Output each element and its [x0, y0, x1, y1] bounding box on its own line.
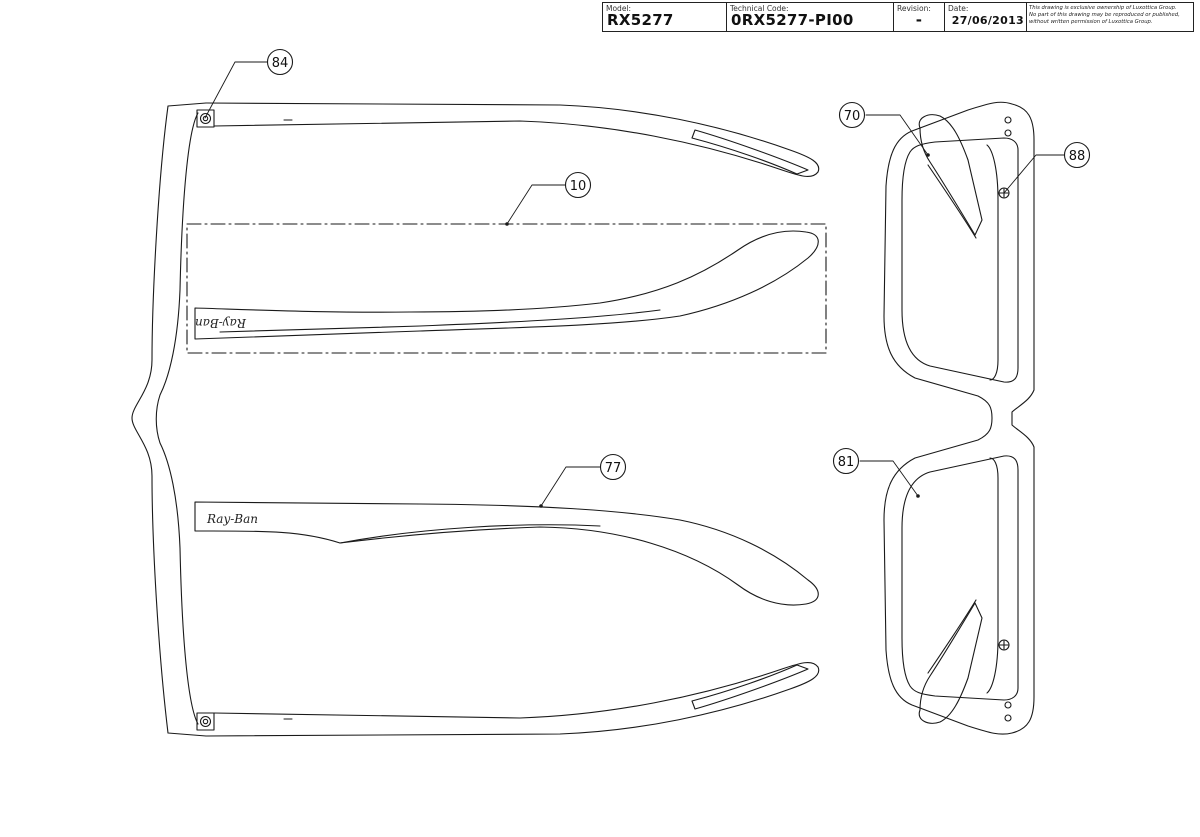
ownership-notice-cell: This drawing is exclusive ownership of L…	[1027, 3, 1193, 31]
title-block: Model: RX5277 Technical Code: 0RX5277-PI…	[602, 2, 1194, 32]
revision-label: Revision:	[897, 4, 931, 13]
date-value: 27/06/2013	[951, 14, 1024, 27]
leader-10	[506, 184, 567, 225]
temple-outside-outline	[194, 501, 819, 606]
callout-70: 70	[838, 101, 866, 129]
temple-detail-77: Ray-Ban	[194, 501, 819, 606]
upper-lens-inner	[986, 144, 999, 381]
front-view	[883, 101, 1035, 735]
ownership-notice: This drawing is exclusive ownership of L…	[1029, 5, 1191, 26]
upper-hinge	[196, 109, 215, 128]
lower-hinge	[196, 712, 215, 731]
leader-81	[859, 460, 919, 497]
leader-84	[204, 61, 269, 119]
lower-screw-cross	[999, 640, 1009, 650]
callout-84: 84	[266, 48, 294, 76]
front-rim-inner	[155, 112, 199, 725]
callout-77-label: 77	[605, 461, 622, 476]
model-cell: Model: RX5277	[603, 3, 727, 31]
front-rim-outline	[131, 102, 207, 737]
upper-screw-icon	[998, 187, 1010, 199]
notice-line-1: This drawing is exclusive ownership of L…	[1029, 5, 1177, 11]
notice-line-3: without written permission of Luxottica …	[1029, 19, 1153, 25]
leader-dot-77	[539, 504, 543, 508]
lower-temple	[205, 661, 820, 737]
upper-hinge-screw-icon	[199, 112, 212, 125]
upper-temple	[205, 102, 820, 178]
callout-10-label: 10	[570, 179, 587, 194]
upper-nosepad	[918, 114, 983, 236]
callout-leaders	[204, 61, 1065, 507]
model-value: RX5277	[607, 11, 674, 29]
date-cell: Date: 27/06/2013	[945, 3, 1027, 31]
upper-rivet-2	[1004, 129, 1012, 137]
model-label: Model:	[606, 4, 632, 13]
temple-inside-outline	[194, 230, 819, 340]
callout-88-label: 88	[1069, 149, 1086, 164]
callout-81: 81	[832, 447, 860, 475]
technical-code-cell: Technical Code: 0RX5277-PI00	[727, 3, 894, 31]
detail-dashdot-frame	[186, 223, 827, 354]
callout-10: 10	[564, 171, 592, 199]
temple-detail-10: Ray-Ban	[186, 223, 827, 354]
upper-nosepad-arm	[927, 164, 977, 239]
leader-dot-81	[916, 494, 920, 498]
lower-nosepad	[918, 602, 983, 724]
lower-lens-inner	[986, 457, 999, 694]
temple-inside-core	[219, 309, 661, 333]
leader-77	[540, 466, 601, 507]
lower-temple-tip	[691, 664, 809, 710]
revision-value: -	[915, 11, 923, 29]
technical-code-value: 0RX5277-PI00	[731, 11, 854, 29]
callout-bubbles: 84 10 77 70 88 81	[266, 48, 1091, 481]
leader-dot-70	[926, 153, 930, 157]
lower-nosepad-arm	[927, 599, 977, 674]
upper-rivet-1	[1004, 116, 1012, 124]
upper-temple-tip	[691, 129, 809, 175]
lower-hinge-screw-icon	[199, 715, 212, 728]
callout-77: 77	[599, 453, 627, 481]
leader-dot-10	[505, 222, 509, 226]
notice-line-2: No part of this drawing may be reproduce…	[1029, 12, 1180, 18]
frame-outer	[883, 101, 1035, 735]
date-label: Date:	[948, 4, 969, 13]
leader-70	[865, 114, 929, 156]
callout-81-label: 81	[838, 455, 855, 470]
temple-outside-logo: Ray-Ban	[206, 512, 258, 526]
temple-outside-core	[339, 524, 601, 544]
technical-code-label: Technical Code:	[730, 4, 789, 13]
revision-cell: Revision: -	[894, 3, 945, 31]
temple-inside-logo: Ray-Ban	[195, 316, 247, 330]
leader-dots	[505, 153, 930, 508]
lower-screw-icon	[998, 639, 1010, 651]
callout-88: 88	[1063, 141, 1091, 169]
lower-lens	[901, 455, 1019, 701]
callout-70-label: 70	[844, 109, 861, 124]
lower-rivet-2	[1004, 714, 1012, 722]
top-view	[131, 102, 820, 737]
lower-hinge-screw-center	[202, 718, 209, 725]
leader-88	[1003, 154, 1065, 194]
callout-84-label: 84	[272, 56, 289, 71]
lower-rivet-1	[1004, 701, 1012, 709]
upper-lens	[901, 137, 1019, 383]
